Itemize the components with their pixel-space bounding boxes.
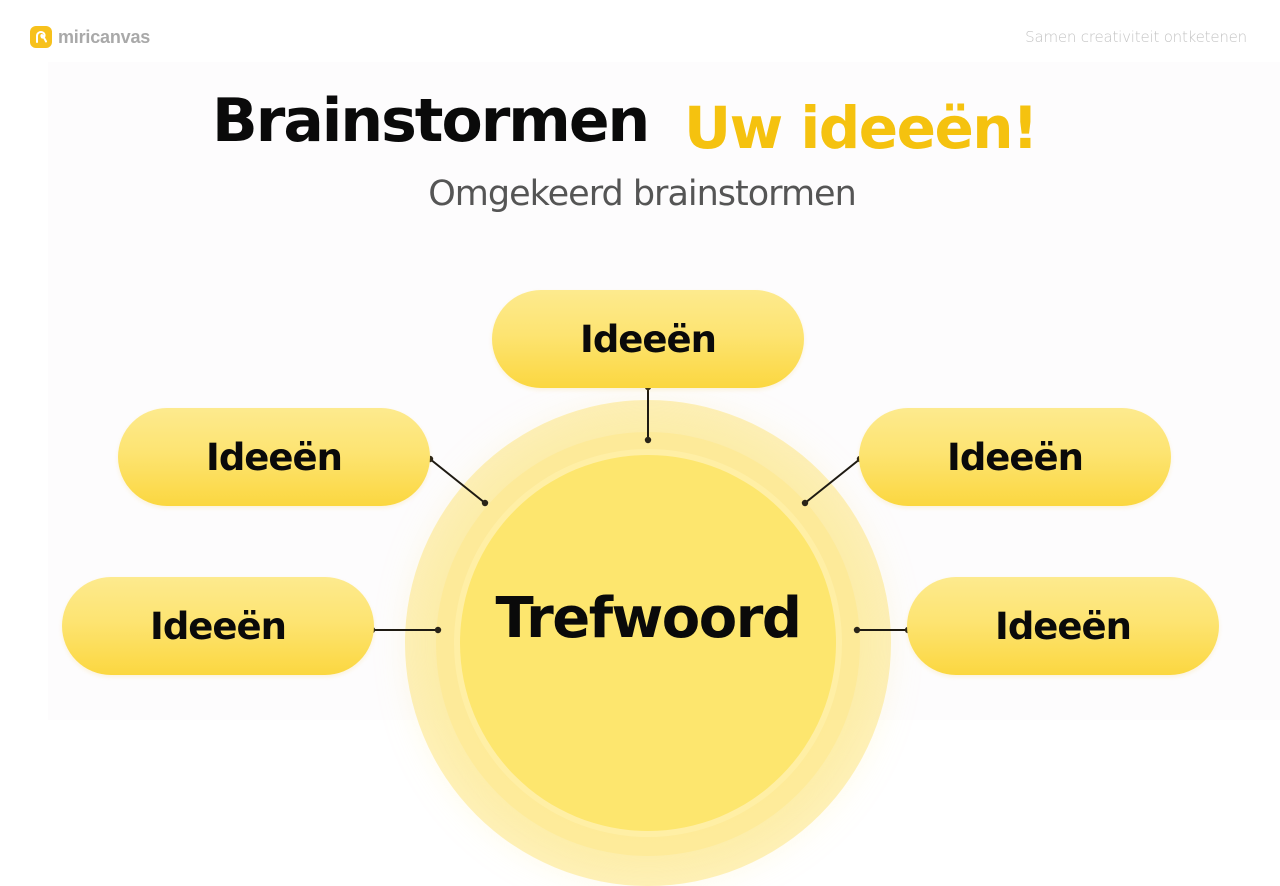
brand-logo[interactable]: miricanvas xyxy=(30,26,150,48)
logo-text: miricanvas xyxy=(58,26,151,47)
idea-label: Ideeën xyxy=(150,604,287,648)
idea-node-bottom-right[interactable]: Ideeën xyxy=(907,577,1219,675)
idea-node-bottom-left[interactable]: Ideeën xyxy=(62,577,374,675)
tagline: Samen creativiteit ontketenen xyxy=(1025,28,1247,46)
idea-label: Ideeën xyxy=(206,435,343,479)
idea-node-middle-left[interactable]: Ideeën xyxy=(118,408,430,506)
idea-node-middle-right[interactable]: Ideeën xyxy=(859,408,1171,506)
slide-title: Brainstormen xyxy=(212,86,650,156)
miricanvas-logo-icon xyxy=(30,26,52,48)
idea-label: Ideeën xyxy=(995,604,1132,648)
slide-subtitle: Omgekeerd brainstormen xyxy=(428,174,857,214)
idea-node-top[interactable]: Ideeën xyxy=(492,290,804,388)
idea-label: Ideeën xyxy=(580,317,717,361)
idea-label: Ideeën xyxy=(947,435,1084,479)
slide-title-accent: Uw ideeën! xyxy=(684,94,1039,162)
keyword-label: Trefwoord xyxy=(495,586,802,651)
